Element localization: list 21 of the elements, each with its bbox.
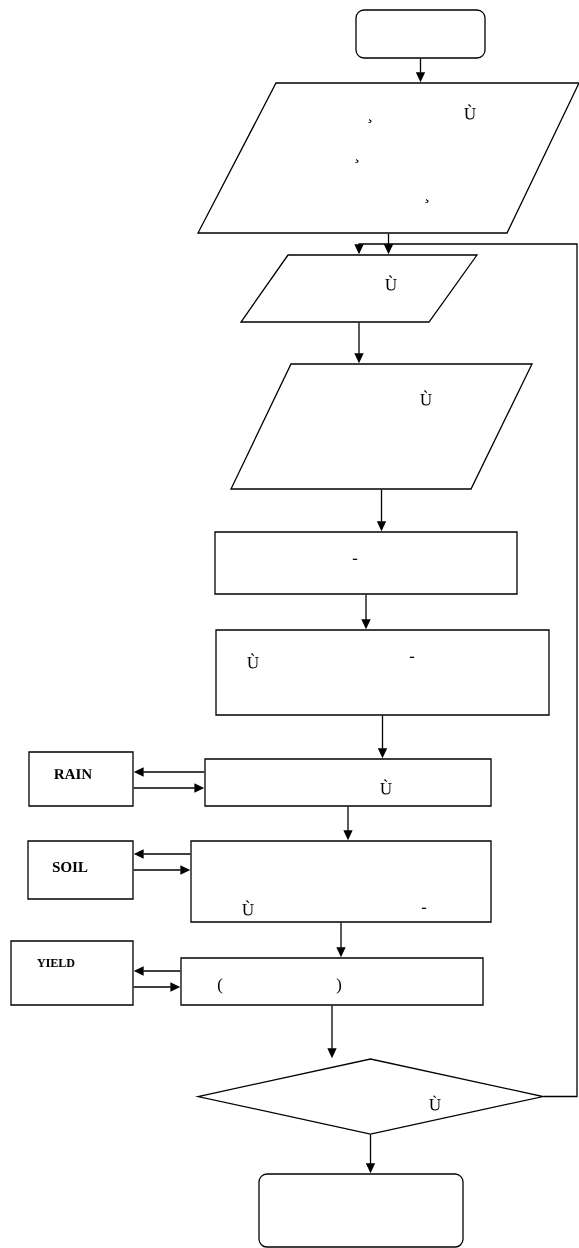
text-label: ¸: [355, 159, 359, 163]
text-label: (: [217, 978, 223, 994]
text-label: ¸: [368, 119, 372, 123]
text-label: -: [421, 907, 427, 909]
text-label: ¸: [425, 199, 429, 203]
text-label: Ù: [464, 104, 476, 120]
text-label: Ù: [247, 653, 259, 669]
terminal-box: [355, 9, 486, 59]
text-label: -: [409, 656, 415, 658]
arrow: [354, 243, 578, 1098]
text-label: Ù: [242, 900, 254, 916]
text-label: YIELD: [37, 959, 75, 967]
text-label: -: [352, 558, 358, 560]
text-label: Ù: [420, 390, 432, 406]
text-label: SOIL: [52, 862, 88, 873]
text-label: Ù: [385, 275, 397, 291]
text-label: ): [336, 978, 342, 994]
text-label: Ù: [380, 779, 392, 795]
text-label: RAIN: [54, 769, 92, 779]
text-label: Ù: [429, 1095, 441, 1111]
terminal-box: [258, 1173, 464, 1248]
